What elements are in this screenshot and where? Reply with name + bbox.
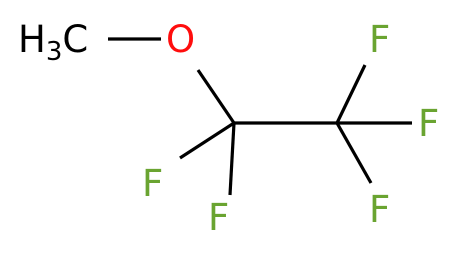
methyl-label: H3C [18, 18, 88, 67]
bond-c1-f-left [179, 121, 235, 160]
fluorine-atom-top: F [369, 18, 390, 61]
methyl-c: C [62, 18, 88, 61]
methyl-subscript: 3 [46, 37, 63, 67]
bond-c2-f-top [335, 64, 367, 124]
fluorine-atom-left: F [142, 162, 163, 205]
bond-oxygen-c1 [196, 69, 236, 124]
bond-c2-f-bottom-right [335, 122, 373, 184]
methyl-h: H [18, 18, 46, 61]
fluorine-atom-bottom: F [208, 196, 229, 239]
oxygen-atom: O [166, 18, 195, 61]
bond-c1-f-bottom [228, 122, 236, 196]
bonds [108, 37, 412, 196]
fluorine-atom-bottom-right: F [369, 188, 390, 231]
fluorine-atom-right: F [418, 102, 439, 145]
